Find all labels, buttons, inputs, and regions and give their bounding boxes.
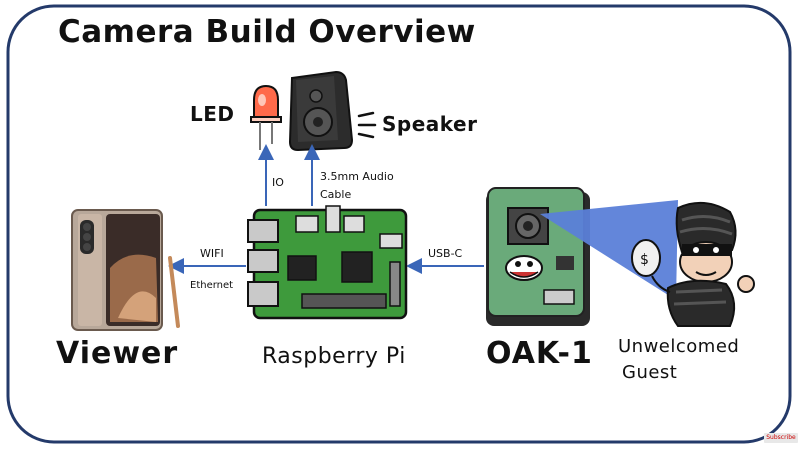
- sound-waves-icon: [357, 111, 377, 139]
- speaker-label: Speaker: [382, 112, 478, 136]
- viewer-label: Viewer: [56, 336, 179, 371]
- ethernet-label: Ethernet: [190, 280, 234, 291]
- burglar-icon: $: [631, 201, 755, 327]
- subscribe-badge[interactable]: Subscribe: [764, 433, 798, 443]
- raspberry-pi-label: Raspberry Pi: [262, 344, 406, 369]
- led-label: LED: [190, 102, 235, 126]
- page-title: Camera Build Overview: [58, 14, 476, 50]
- wifi-label: WIFI: [200, 247, 224, 260]
- io-label: IO: [272, 176, 284, 189]
- svg-text:$: $: [640, 252, 649, 268]
- guest-label-line1: Unwelcomed: [618, 336, 740, 357]
- smartphone-icon: [71, 209, 180, 331]
- raspberry-pi-board-icon: [247, 205, 408, 320]
- oak1-label: OAK-1: [486, 336, 593, 371]
- audio-label-line1: 3.5mm Audio: [320, 170, 394, 183]
- audio-label-line2: Cable: [320, 188, 352, 201]
- speaker-icon: [288, 70, 354, 152]
- usbc-label: USB-C: [428, 247, 463, 260]
- guest-label-line2: Guest: [622, 362, 678, 383]
